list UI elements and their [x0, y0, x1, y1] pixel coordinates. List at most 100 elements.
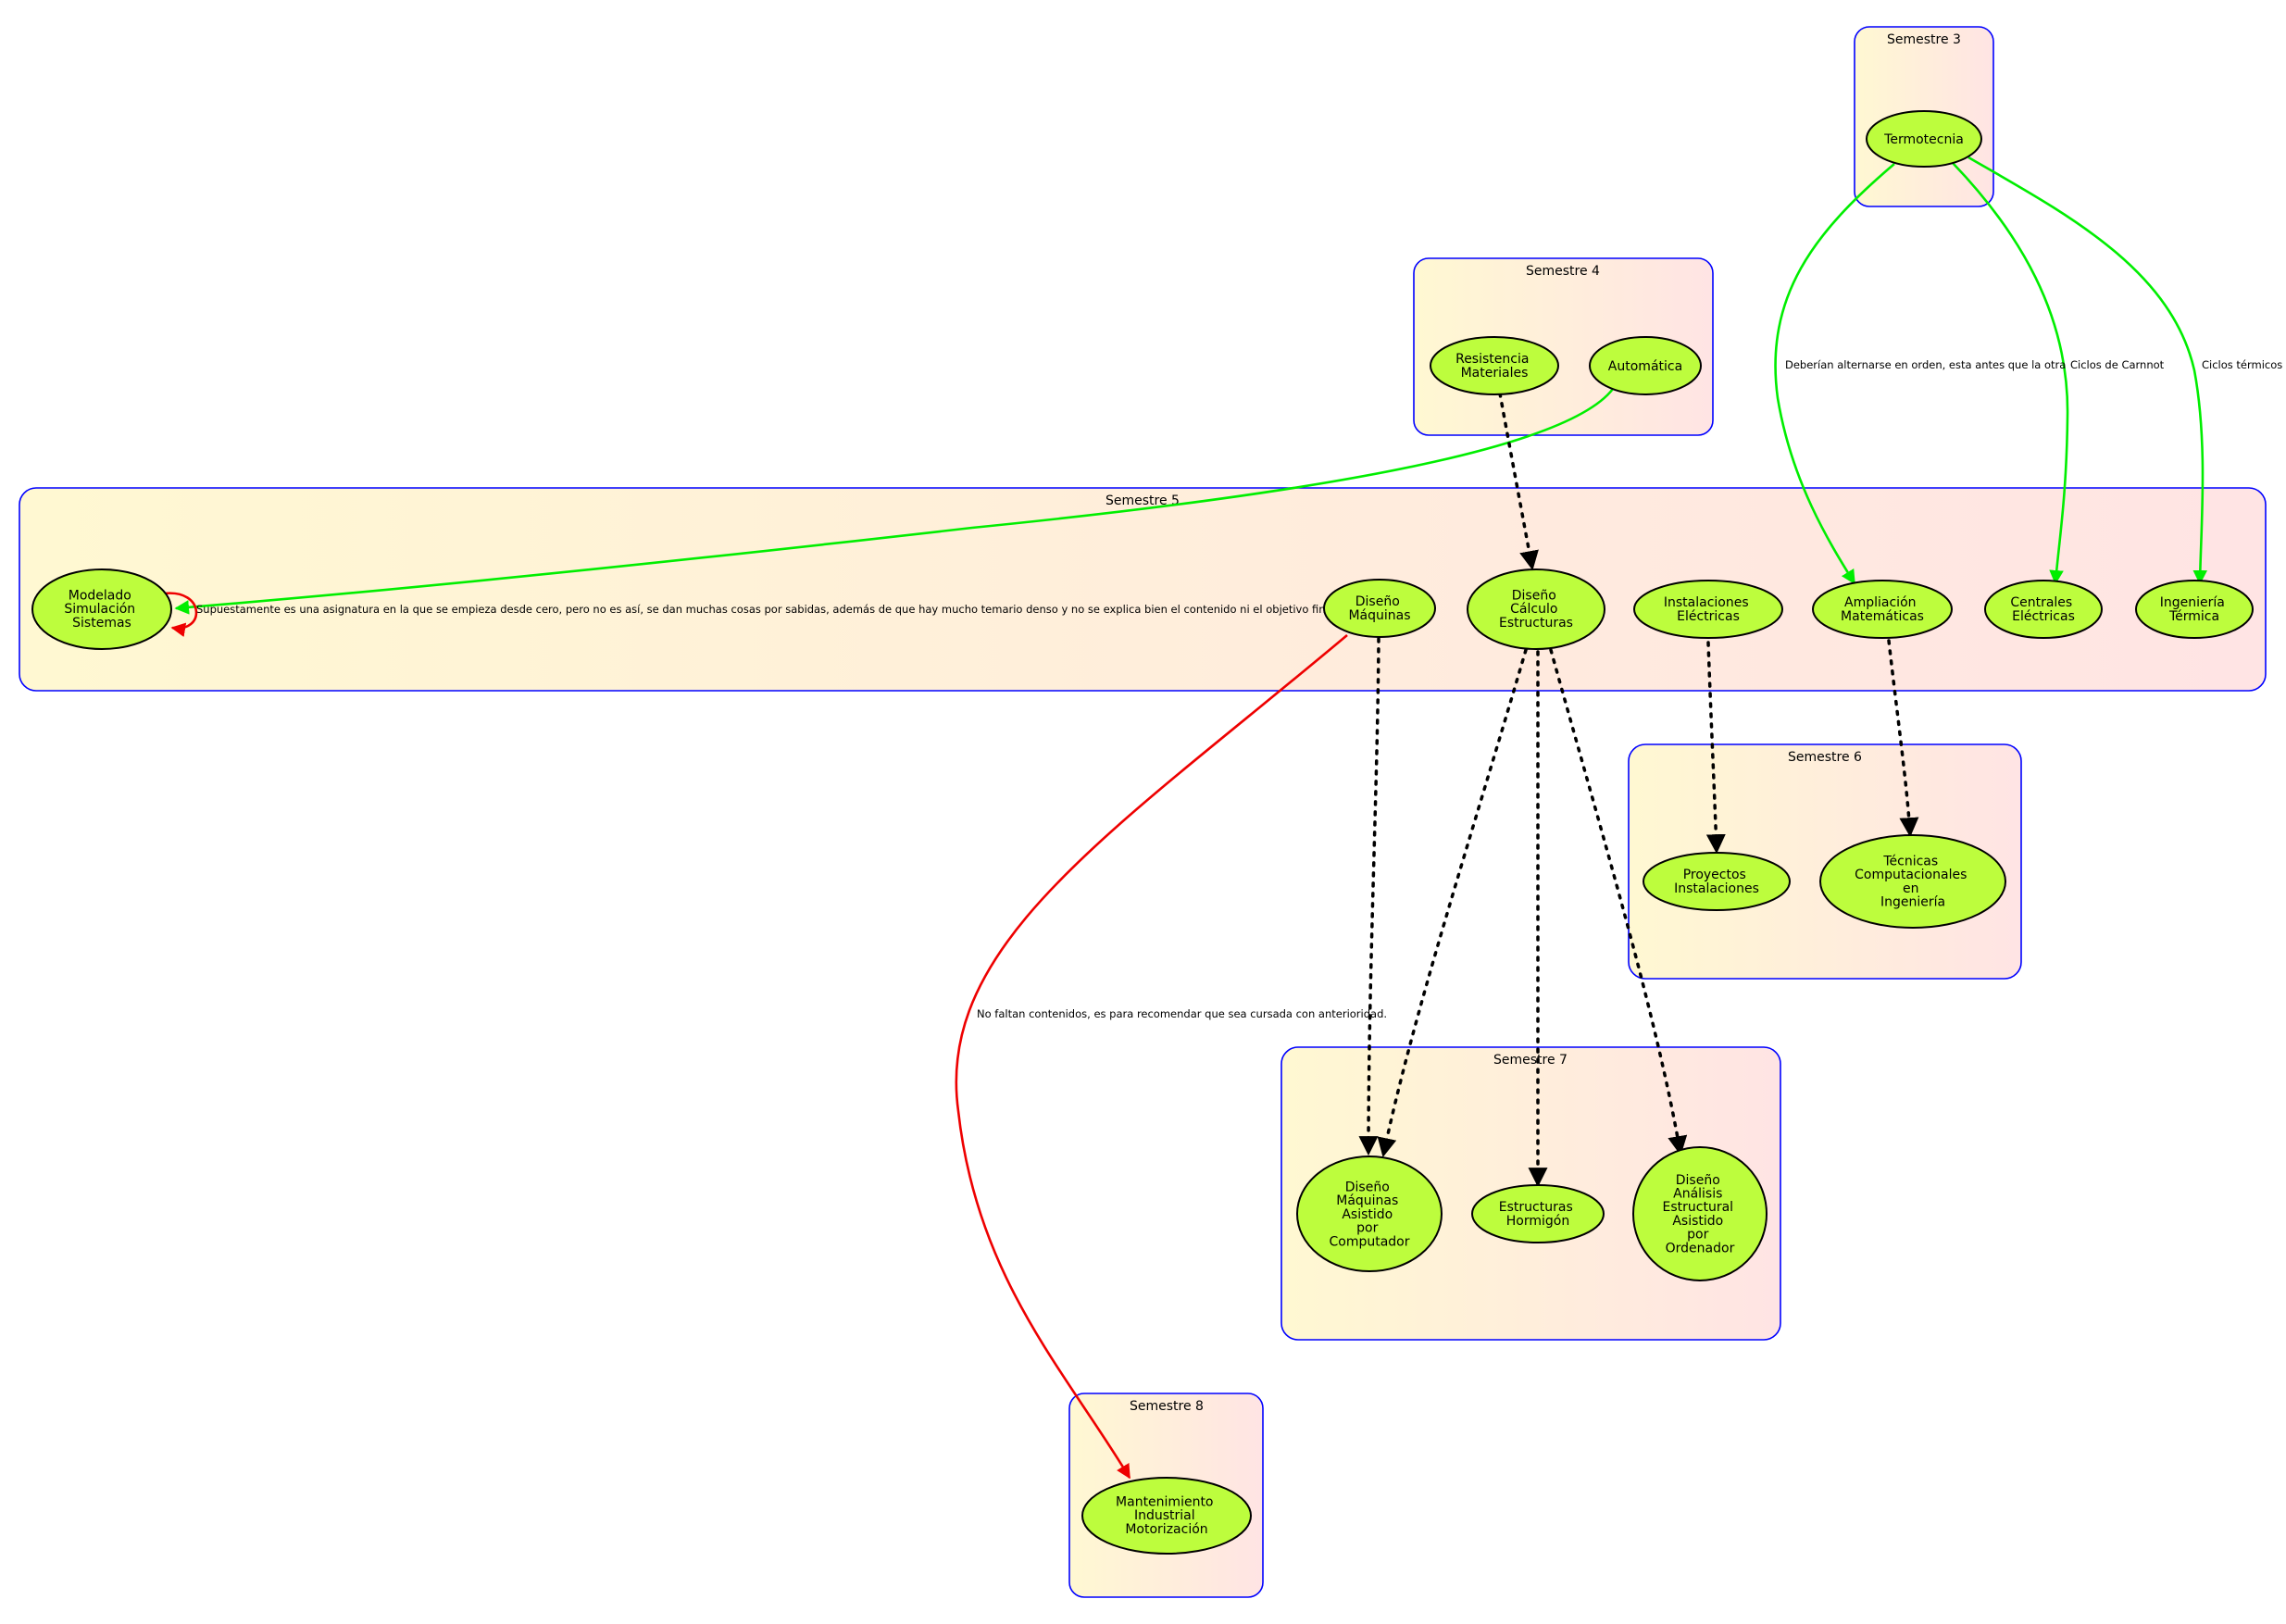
node-label: Diseño Análisis Estructural Asistido por… — [1663, 1173, 1738, 1256]
node-instalaciones-electricas[interactable]: Instalaciones Eléctricas — [1633, 580, 1783, 639]
node-proyectos-instalaciones[interactable]: Proyectos Instalaciones — [1643, 852, 1791, 911]
node-label-line: Motorización — [1125, 1522, 1207, 1537]
node-label-line: Simulación — [64, 602, 135, 617]
node-label-line: Diseño — [1676, 1173, 1720, 1188]
edges — [163, 156, 2208, 1480]
cluster-title: Semestre 6 — [1788, 750, 1862, 765]
edge-ampliacion-tecnicas — [1887, 639, 1919, 838]
node-label: Resistencia Materiales — [1455, 352, 1533, 381]
node-label: Estructuras Hormigón — [1499, 1200, 1577, 1229]
node-label: Diseño Cálculo Estructuras — [1499, 589, 1573, 631]
node-label: Automática — [1608, 359, 1682, 374]
node-estructuras-hormigon[interactable]: Estructuras Hormigón — [1471, 1184, 1605, 1243]
node-label-line: Sistemas — [72, 616, 131, 631]
node-label-line: Computacionales — [1855, 868, 1967, 882]
node-label-line: Máquinas — [1336, 1193, 1398, 1208]
node-label-line: Proyectos — [1683, 868, 1746, 882]
node-label-line: Instalaciones — [1664, 595, 1749, 610]
nodes: Termotecnia Resistencia Materiales Autom… — [31, 110, 2254, 1555]
edge-diseno-maquinas-mantenimiento — [955, 634, 1348, 1480]
node-label-line: Análisis — [1673, 1187, 1722, 1202]
node-diseno-analisis-estructural-asistido-ordenador[interactable]: Diseño Análisis Estructural Asistido por… — [1632, 1146, 1768, 1281]
edge-labels: Deberían alternarse en orden, esta antes… — [196, 358, 2282, 1020]
cluster-semestre-5: Semestre 5 — [19, 487, 2267, 692]
node-label: Instalaciones Eléctricas — [1664, 595, 1753, 624]
node-ampliacion-matematicas[interactable]: Ampliación Matemáticas — [1812, 580, 1953, 639]
node-label-line: Matemáticas — [1841, 609, 1924, 624]
edge-termotecnia-centrales — [1952, 162, 2069, 585]
edge-instalaciones-proyectos — [1705, 641, 1726, 855]
edge-label-diseno-maquinas-mantenimiento: No faltan contenidos, es para recomendar… — [977, 1007, 1387, 1020]
node-label-line: Asistido — [1342, 1207, 1393, 1222]
node-label-line: Ingeniería — [2160, 595, 2225, 610]
node-label-line: Eléctricas — [2012, 609, 2075, 624]
node-label-line: Hormigón — [1506, 1214, 1569, 1229]
cluster-title: Semestre 5 — [1106, 493, 1180, 508]
node-label: Diseño Máquinas — [1348, 594, 1410, 623]
edge-diseno-maquinas-dmac — [1358, 637, 1380, 1156]
node-mantenimiento-industrial-motorizacion[interactable]: Mantenimiento Industrial Motorización — [1081, 1477, 1252, 1555]
node-label-line: Ingeniería — [1880, 895, 1945, 910]
node-label-line: Estructuras — [1499, 616, 1573, 631]
cluster-title: Semestre 7 — [1493, 1053, 1568, 1068]
node-label: Modelado Simulación Sistemas — [64, 589, 139, 631]
node-label-line: Resistencia — [1455, 352, 1529, 367]
node-label-line: Modelado — [69, 589, 131, 604]
node-label-line: Mantenimiento — [1116, 1495, 1213, 1510]
node-label-line: Diseño — [1512, 589, 1556, 604]
edge-label-termotecnia-ingenieria-termica: Ciclos térmicos — [2202, 358, 2282, 371]
node-label-line: Eléctricas — [1677, 609, 1740, 624]
node-label-line: Materiales — [1461, 366, 1529, 381]
node-label-line: Automática — [1608, 359, 1682, 374]
node-automatica[interactable]: Automática — [1589, 336, 1702, 395]
node-diseno-calculo-estructuras[interactable]: Diseño Cálculo Estructuras — [1467, 568, 1605, 650]
node-label-line: por — [1687, 1228, 1708, 1243]
node-tecnicas-computacionales-ingenieria[interactable]: Técnicas Computacionales en Ingeniería — [1819, 834, 2006, 929]
node-modelado-simulacion-sistemas[interactable]: Modelado Simulación Sistemas — [31, 568, 172, 650]
node-label-line: por — [1356, 1221, 1378, 1236]
node-label-line: en — [1903, 881, 1919, 896]
node-label-line: Diseño — [1345, 1181, 1390, 1195]
node-resistencia-materiales[interactable]: Resistencia Materiales — [1430, 336, 1559, 395]
node-label-line: Termotecnia — [1883, 132, 1964, 147]
node-label-line: Ampliación — [1844, 595, 1917, 610]
semester-clusters: Semestre 3 Semestre 4 Semestre 5 Semestr… — [19, 26, 2267, 1598]
node-diseno-maquinas[interactable]: Diseño Máquinas — [1323, 579, 1436, 638]
node-label-line: Industrial — [1134, 1508, 1195, 1523]
node-label-line: Térmica — [2168, 609, 2219, 624]
node-label: Proyectos Instalaciones — [1674, 868, 1759, 896]
edge-termotecnia-ingenieria-termica — [1967, 156, 2208, 585]
node-label-line: Asistido — [1672, 1214, 1723, 1229]
node-diseno-maquinas-asistido-computador[interactable]: Diseño Máquinas Asistido por Computador — [1296, 1156, 1443, 1272]
node-label: Técnicas Computacionales en Ingeniería — [1855, 855, 1971, 910]
node-label: Termotecnia — [1883, 132, 1964, 147]
node-ingenieria-termica[interactable]: Ingeniería Térmica — [2135, 580, 2254, 639]
node-centrales-electricas[interactable]: Centrales Eléctricas — [1984, 580, 2103, 639]
node-label: Centrales Eléctricas — [2010, 595, 2076, 624]
node-label: Diseño Máquinas Asistido por Computador — [1329, 1181, 1409, 1250]
node-label: Ampliación Matemáticas — [1841, 595, 1924, 624]
node-label-line: Centrales — [2010, 595, 2072, 610]
node-label-line: Estructuras — [1499, 1200, 1573, 1215]
node-label-line: Computador — [1329, 1234, 1409, 1249]
edge-automatica-modelado — [174, 388, 1615, 615]
edge-label-termotecnia-centrales: Ciclos de Carnnot — [2070, 358, 2165, 371]
edge-modelado-self-loop — [163, 592, 198, 637]
node-label-line: Instalaciones — [1674, 881, 1759, 896]
edge-termotecnia-ampliacion — [1774, 163, 1895, 585]
edge-diseno-calculo-daeao — [1549, 648, 1688, 1156]
cluster-title: Semestre 4 — [1526, 264, 1600, 279]
edge-label-automatica-modelado: Supuestamente es una asignatura en la qu… — [196, 603, 1338, 616]
edge-resistencia-diseno-calculo — [1498, 392, 1539, 571]
node-label-line: Cálculo — [1510, 602, 1557, 617]
edge-label-termotecnia-ampliacion: Deberían alternarse en orden, esta antes… — [1785, 358, 2066, 371]
node-label-line: Diseño — [1355, 594, 1400, 609]
node-label-line: Estructural — [1663, 1200, 1734, 1215]
node-label: Mantenimiento Industrial Motorización — [1116, 1495, 1218, 1537]
cluster-title: Semestre 3 — [1887, 32, 1961, 47]
cluster-title: Semestre 8 — [1130, 1399, 1204, 1414]
node-termotecnia[interactable]: Termotecnia — [1866, 110, 1982, 168]
node-label-line: Máquinas — [1348, 608, 1410, 623]
node-label: Ingeniería Térmica — [2160, 595, 2230, 624]
